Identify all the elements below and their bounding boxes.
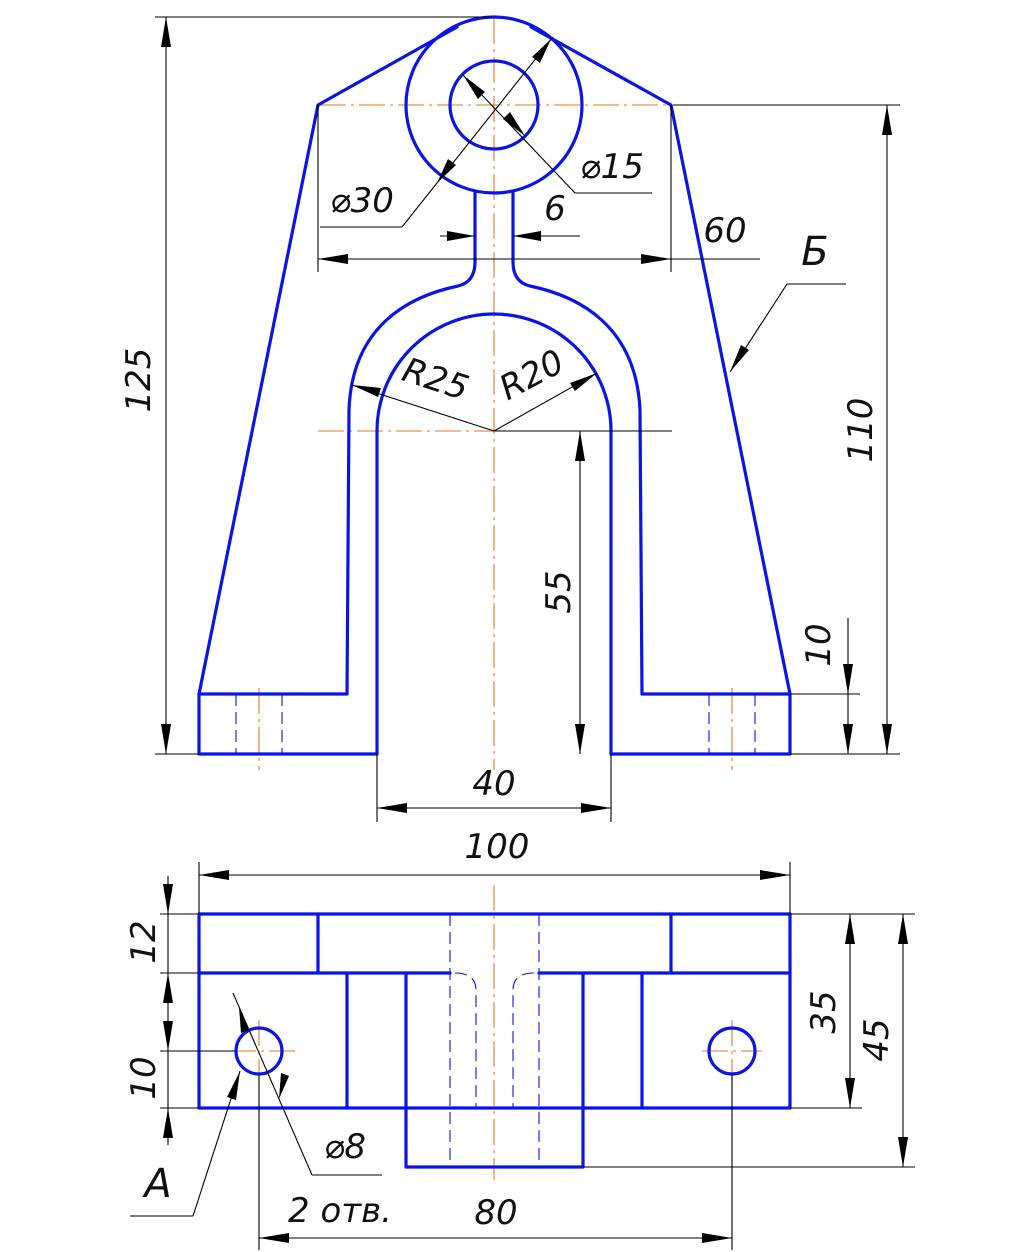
- dim-55-label: 55: [539, 570, 579, 613]
- top-outline: [197, 912, 792, 1169]
- dim-100: 100: [198, 827, 791, 914]
- dim-60: 60: [317, 105, 760, 272]
- dim-80: 80: [258, 1075, 733, 1250]
- dim-45-label: 45: [857, 1018, 897, 1061]
- dim-40-label: 40: [472, 764, 515, 804]
- dim-dia8: ⌀8 2 отв.: [232, 992, 392, 1231]
- dim-55: 55: [494, 430, 672, 754]
- dim-10-base-label: 10: [799, 623, 839, 666]
- dim-12-label: 12: [124, 920, 164, 963]
- dim-125-label: 125: [119, 348, 159, 413]
- dim-6: 6: [440, 189, 580, 241]
- surface-label-b: Б: [729, 229, 846, 373]
- dim-45: 45: [583, 913, 915, 1168]
- front-outline: [197, 15, 792, 756]
- dim-dia15: ⌀15: [461, 73, 652, 194]
- surface-label-b-text: Б: [801, 229, 828, 275]
- front-hidden-lines: [235, 694, 756, 754]
- dim-80-label: 80: [474, 1193, 517, 1233]
- dim-110-label: 110: [841, 398, 881, 463]
- top-center-lines: [230, 885, 762, 1180]
- dim-125: 125: [119, 16, 490, 755]
- dim-35-label: 35: [804, 990, 844, 1033]
- dim-10-hole-label: 10: [124, 1056, 164, 1099]
- hole-count-label: 2 отв.: [288, 1191, 392, 1231]
- dim-r25-label: R25: [397, 350, 473, 409]
- top-hidden-lines: [406, 914, 583, 1167]
- front-center-lines: [258, 18, 733, 770]
- dim-10-base: 10: [790, 618, 860, 754]
- dim-100-label: 100: [465, 827, 530, 867]
- dim-40: 40: [376, 754, 612, 822]
- dim-dia30: ⌀30: [320, 36, 554, 228]
- surface-label-a: А: [130, 1070, 241, 1217]
- front-view: 125 110 10 55: [119, 15, 900, 822]
- dim-60-label: 60: [703, 211, 746, 251]
- top-view: 100 80 12 10: [124, 827, 915, 1250]
- dim-110: 110: [673, 104, 900, 755]
- dim-dia15-label: ⌀15: [580, 147, 644, 187]
- dim-dia8-label: ⌀8: [324, 1127, 366, 1167]
- dim-12: 12: [124, 876, 199, 1010]
- dim-6-label: 6: [544, 189, 566, 229]
- dim-r25: R25: [351, 350, 495, 432]
- dim-r20-label: R20: [493, 342, 571, 409]
- surface-label-a-text: А: [141, 1161, 171, 1207]
- dim-35: 35: [790, 913, 862, 1109]
- dim-10-hole: 10: [124, 1010, 236, 1145]
- dim-dia30-label: ⌀30: [330, 181, 394, 221]
